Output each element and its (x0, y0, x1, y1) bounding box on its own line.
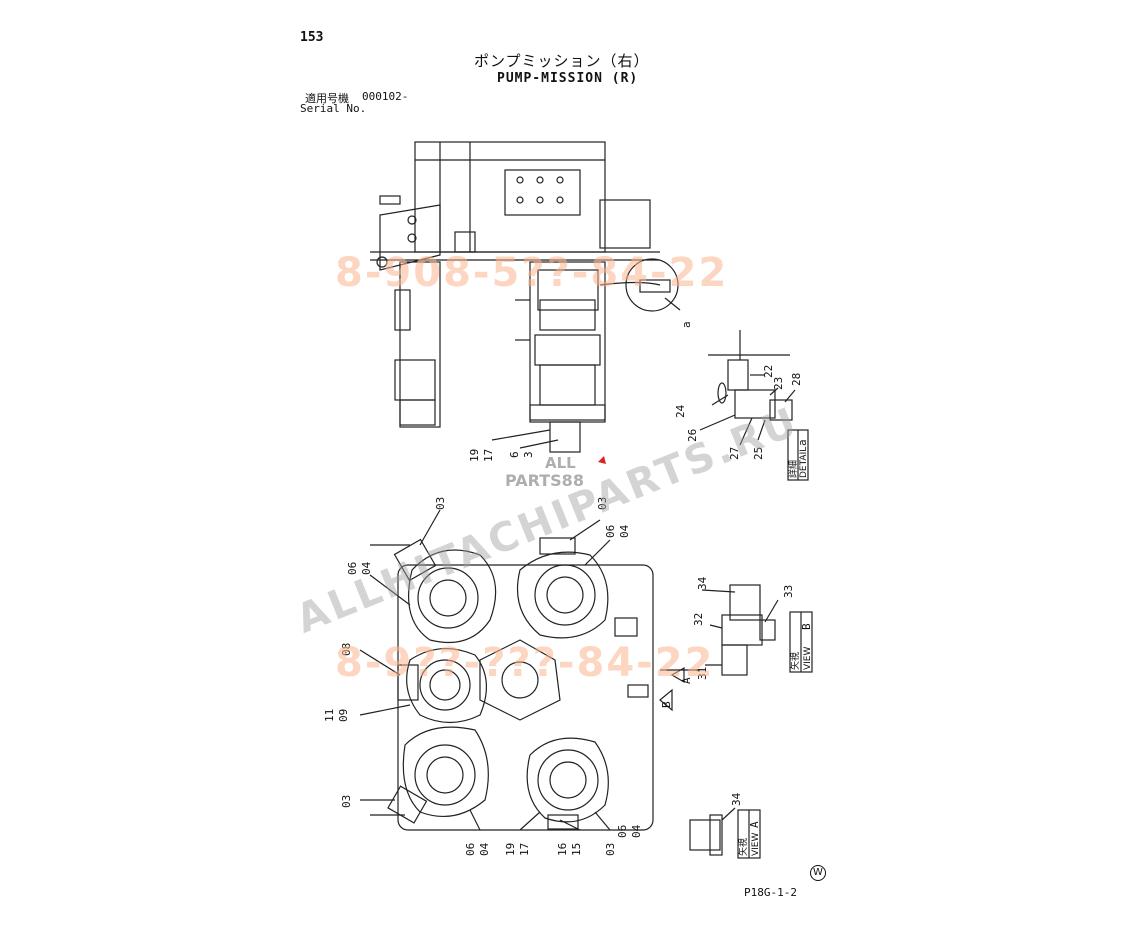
w-mark-icon: W (810, 865, 826, 881)
arrow-label-b: B (660, 701, 673, 708)
callout-09: 09 (337, 709, 350, 722)
view-b-en: VIEW (803, 647, 813, 670)
detail-a-en: DETAIL (799, 447, 809, 478)
view-b-letter: B (800, 623, 813, 630)
pump-flange-top-right (516, 537, 609, 639)
callout-03-br: 03 (604, 843, 617, 856)
callout-11: 11 (323, 709, 336, 722)
title-japanese: ポンプミッション（右） (474, 52, 650, 70)
top-assembly-view (370, 141, 679, 453)
callout-04-br: 04 (630, 824, 643, 838)
callout-32: 32 (692, 613, 705, 626)
callout-34-view-a: 34 (730, 792, 743, 806)
serial-label-english: Serial No. (300, 102, 367, 115)
callout-04-tl: 04 (360, 561, 373, 575)
callout-34-view-b: 34 (696, 576, 709, 590)
pump-flange-bottom-right (526, 737, 609, 830)
view-a-jp: 矢視 (737, 838, 749, 856)
callout-03-tl: 03 (434, 497, 447, 510)
callout-08: 08 (340, 643, 353, 656)
callout-17-top: 17 (482, 449, 495, 462)
view-a-letter: A (748, 821, 761, 828)
detail-a-letter: a (796, 439, 809, 446)
svg-text:PARTS88: PARTS88 (505, 471, 584, 490)
central-gear-housing (479, 639, 561, 721)
callout-3-top: 3 (522, 451, 535, 458)
callout-19-bm: 19 (504, 843, 517, 856)
callout-06-tr: 06 (604, 525, 617, 538)
callout-19-top: 19 (468, 449, 481, 462)
callout-24: 24 (674, 404, 687, 418)
detail-a-jp: 詳細 (787, 460, 799, 478)
callout-16: 16 (556, 843, 569, 856)
callout-06-tl: 06 (346, 562, 359, 575)
watermark-phone-top: 8-908-5??-84-22 (335, 250, 729, 296)
view-a-detail (689, 807, 761, 859)
callout-17-bm: 17 (518, 843, 531, 856)
pump-flange-center-left (397, 647, 488, 724)
callout-04-tr: 04 (618, 524, 631, 538)
callout-15: 15 (570, 843, 583, 856)
svg-text:ALL: ALL (545, 454, 576, 472)
view-a-en: VIEW (751, 833, 761, 856)
callout-03-tr: 03 (596, 497, 609, 510)
detail-a-view (699, 330, 809, 481)
serial-value: 000102- (362, 90, 409, 103)
callout-06-bl: 06 (464, 843, 477, 856)
watermark-phone-bottom: 8-9??-???-84-22 (335, 640, 715, 686)
view-b-jp: 矢視 (789, 652, 801, 670)
callout-25: 25 (752, 447, 765, 460)
callout-04-bl: 04 (478, 842, 491, 856)
callout-03-bl: 03 (340, 795, 353, 808)
serial-label-japanese: 適用号機 (305, 92, 349, 105)
arrow-label-a: A (680, 677, 693, 684)
callout-28: 28 (790, 373, 803, 386)
callout-a-top: a (680, 321, 693, 328)
callout-26: 26 (686, 429, 699, 442)
view-b-detail (701, 584, 813, 676)
pump-flange-top-left (393, 538, 497, 644)
callout-31: 31 (696, 667, 709, 680)
title-english: PUMP-MISSION (R) (497, 71, 639, 86)
top-view-leaders (491, 297, 681, 449)
callout-06-br: 06 (616, 825, 629, 838)
drawing-code: P18G-1-2 (744, 886, 797, 899)
callout-33: 33 (782, 585, 795, 598)
page-number: 153 (300, 30, 324, 45)
callout-23: 23 (772, 377, 785, 390)
callout-22: 22 (762, 365, 775, 378)
bottom-plan-view (370, 537, 700, 831)
callout-6-top: 6 (508, 451, 521, 458)
pump-flange-bottom-left (387, 726, 489, 824)
bottom-view-leaders (359, 509, 611, 831)
callout-27: 27 (728, 447, 741, 460)
watermark-logo: ALL PARTS88 (505, 454, 606, 490)
